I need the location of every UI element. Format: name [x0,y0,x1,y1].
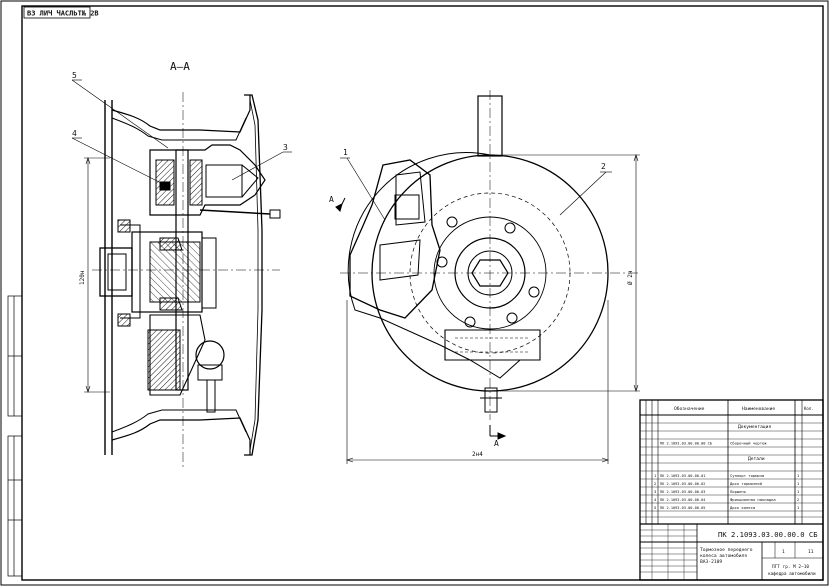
spec-doc-name: Сборочный чертеж [730,441,767,446]
spec-header-name: Наименование [742,406,775,412]
callout-2: 2 [601,162,606,171]
spec-row-name: Фрикционная накладка [730,497,776,502]
dimension-left-label: 120н [79,270,86,285]
section-view-wheel-hub [92,92,281,470]
stamp-code-box: ВЗ ЛИЧ ЧАСЛЬТ№ 2В [23,6,99,19]
spec-row-code: ПК 2.1093.03.00.00.04 [660,498,705,502]
section-marker-top [335,197,346,212]
title-sheet: 1 [782,549,785,555]
dimension-left-height [84,157,110,393]
spec-row-num: 1 [654,473,657,478]
title-sheets: 11 [808,549,814,555]
spec-row-name: Диск тормозной [730,481,762,486]
section-marker-letter-top: А [329,195,334,204]
spec-row-num: 3 [654,489,656,494]
spec-row-qty: 1 [797,473,800,478]
title-line-3: ВАЗ-2109 [700,559,722,565]
spec-row-code: ПК 2.1093.03.00.00.02 [660,482,705,486]
spec-row-code: ПК 2.1093.03.00.00.01 [660,474,705,478]
title-designation: ПК 2.1093.03.00.00.0 СБ [718,530,818,539]
front-view-brake [340,90,640,420]
spec-row-num: 2 [654,481,656,486]
callout-leaders-right [340,157,612,221]
title-line-2: колеса автомобиля [700,552,747,559]
margin-strips [7,295,23,577]
spec-row-name: Диск колеса [730,505,755,510]
dimension-bottom-label: 2н4 [472,451,483,458]
spec-row-name: Суппорт тормоза [730,473,764,478]
spec-row-qty: 1 [797,481,800,486]
spec-row-qty: 2 [797,497,799,502]
section-marker-bottom [489,425,507,440]
spec-row-code: ПК 2.1093.03.00.00.03 [660,490,705,494]
spec-row-num: 5 [654,505,656,510]
spec-row-qty: 1 [797,505,800,510]
spec-row-name: Поршень [730,489,746,494]
spec-row-code: ПК 2.1093.03.00.00.05 [660,506,705,510]
callout-leaders-left [71,79,292,186]
stamp-code: ВЗ ЛИЧ ЧАСЛЬТ№ 2В [27,10,99,18]
spec-row-qty: 1 [797,489,800,494]
title-org-2: кафедра автомобили [768,570,816,577]
section-marker-letter-bottom: А [494,439,499,448]
spec-doc-code: ПК 2.1093.03.00.00.00 СБ [660,442,712,446]
spec-detail-rows: 1 ПК 2.1093.03.00.00.01 Суппорт тормоза … [654,473,800,510]
spec-header-designation: Обозначение [674,405,705,412]
title-org-1: ПГТ гр. М 2–10 [772,564,809,570]
spec-table [639,399,824,581]
dimension-right [346,154,640,464]
spec-section-details: Детали [748,456,765,462]
callout-5: 5 [72,71,77,80]
spec-row-num: 4 [654,497,657,502]
title-line-1: Тормозное переднего [700,547,753,553]
dimension-right-label: Ø 2н [627,270,634,285]
spec-header-qty: Кол. [804,406,814,411]
callout-4: 4 [72,129,77,138]
drawing-frame [21,5,824,581]
callout-3: 3 [283,143,288,152]
section-label: А–А [170,60,190,73]
callout-1: 1 [343,148,348,157]
spec-section-docs: Документация [738,424,771,430]
